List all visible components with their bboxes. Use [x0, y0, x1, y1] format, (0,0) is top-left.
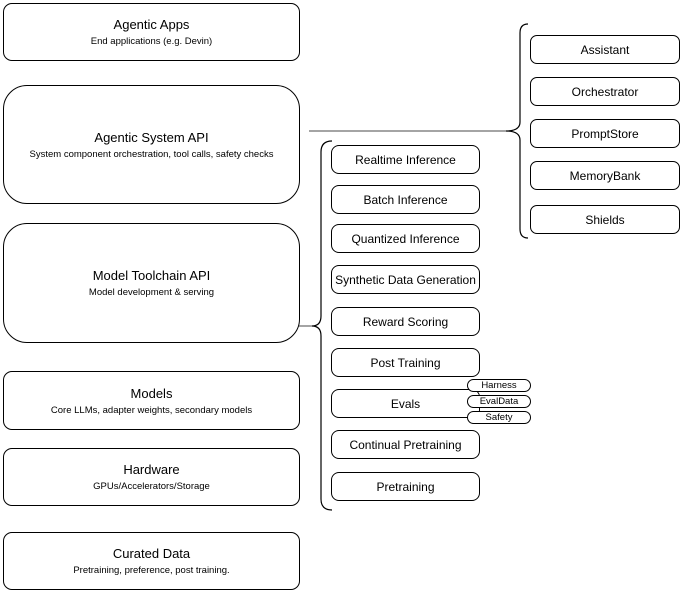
brace-toolchain: [311, 140, 333, 511]
node-memorybank: MemoryBank: [530, 161, 680, 190]
node-subtitle: End applications (e.g. Devin): [90, 36, 213, 47]
node-post-training: Post Training: [331, 348, 480, 377]
node-title: Hardware: [123, 462, 180, 477]
node-promptstore: PromptStore: [530, 119, 680, 148]
node-title: Agentic Apps: [113, 17, 190, 32]
brace-system-components: [505, 23, 529, 239]
node-agentic-system-api: Agentic System API System component orch…: [3, 85, 300, 204]
node-hardware: Hardware GPUs/Accelerators/Storage: [3, 448, 300, 506]
node-quantized-inference: Quantized Inference: [331, 224, 480, 253]
node-batch-inference: Batch Inference: [331, 185, 480, 214]
node-title: Curated Data: [112, 546, 191, 561]
tag-safety: Safety: [467, 411, 531, 424]
node-synthetic-data-generation: Synthetic Data Generation: [331, 265, 480, 294]
node-agentic-apps: Agentic Apps End applications (e.g. Devi…: [3, 3, 300, 61]
node-subtitle: Core LLMs, adapter weights, secondary mo…: [50, 404, 253, 416]
tag-harness: Harness: [467, 379, 531, 392]
node-subtitle: Model development & serving: [88, 287, 215, 298]
node-shields: Shields: [530, 205, 680, 234]
node-evals: Evals: [331, 389, 480, 418]
node-subtitle: System component orchestration, tool cal…: [29, 148, 274, 160]
node-realtime-inference: Realtime Inference: [331, 145, 480, 174]
node-subtitle: Pretraining, preference, post training.: [73, 565, 230, 576]
tag-evaldata: EvalData: [467, 395, 531, 408]
node-reward-scoring: Reward Scoring: [331, 307, 480, 336]
node-title: Model Toolchain API: [92, 268, 211, 283]
node-model-toolchain-api: Model Toolchain API Model development & …: [3, 223, 300, 343]
node-models: Models Core LLMs, adapter weights, secon…: [3, 371, 300, 430]
node-title: Models: [130, 385, 173, 401]
node-title: Agentic System API: [94, 129, 209, 145]
node-assistant: Assistant: [530, 35, 680, 64]
node-subtitle: GPUs/Accelerators/Storage: [93, 481, 210, 492]
node-pretraining: Pretraining: [331, 472, 480, 501]
node-continual-pretraining: Continual Pretraining: [331, 430, 480, 459]
node-curated-data: Curated Data Pretraining, preference, po…: [3, 532, 300, 590]
node-orchestrator: Orchestrator: [530, 77, 680, 106]
